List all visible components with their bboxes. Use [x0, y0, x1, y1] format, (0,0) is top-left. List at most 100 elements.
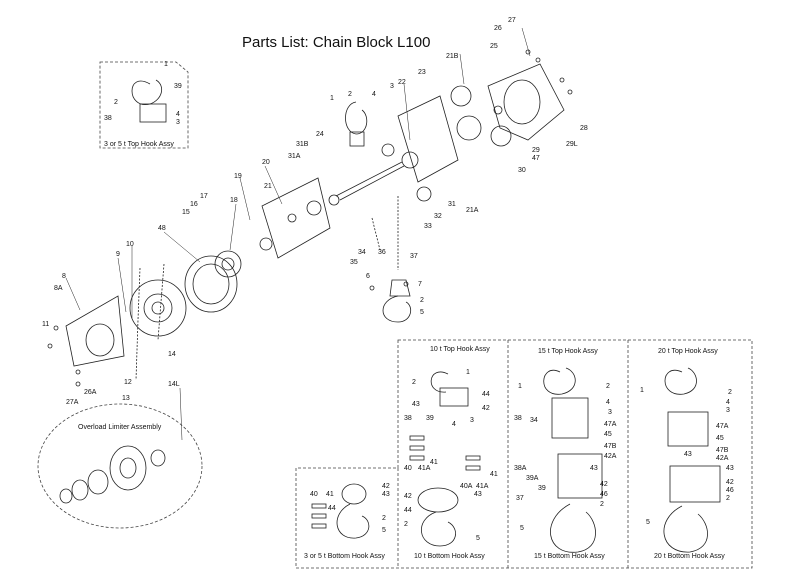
part-label: 27	[508, 17, 516, 24]
part-label: 3	[608, 409, 612, 416]
part-label: 41	[430, 459, 438, 466]
part-label: 10	[126, 241, 134, 248]
part-label: 44	[482, 391, 490, 398]
part-label: 43	[382, 491, 390, 498]
caption-overload-limiter: Overload Limiter Assembly	[78, 424, 162, 431]
part-label: 2	[404, 521, 408, 528]
part-label: 37	[410, 253, 418, 260]
part-label: 5	[476, 535, 480, 542]
part-label: 24	[316, 131, 324, 138]
part-label: 36	[378, 249, 386, 256]
part-label: 5	[520, 525, 524, 532]
part-label: 5	[646, 519, 650, 526]
part-label: 14L	[168, 381, 180, 388]
part-label: 47B	[716, 447, 729, 454]
part-label: 48	[158, 225, 166, 232]
part-label: 2	[726, 495, 730, 502]
part-label: 34	[358, 249, 366, 256]
part-label: 26	[494, 25, 502, 32]
part-label: 2	[600, 501, 604, 508]
part-label: 3	[176, 119, 180, 126]
part-label: 18	[230, 197, 238, 204]
part-label: 38	[514, 415, 522, 422]
part-label: 41A	[418, 465, 431, 472]
part-label: 46	[726, 487, 734, 494]
part-label: 2	[382, 515, 386, 522]
part-label: 3	[390, 83, 394, 90]
part-label: 39	[174, 83, 182, 90]
part-label: 43	[412, 401, 420, 408]
part-label: 44	[404, 507, 412, 514]
part-label: 29L	[566, 141, 578, 148]
part-label: 31	[448, 201, 456, 208]
caption-top-hook-3-5: 3 or 5 t Top Hook Assy	[104, 141, 174, 148]
part-label: 2	[412, 379, 416, 386]
part-label: 38	[404, 415, 412, 422]
part-label: 2	[420, 297, 424, 304]
part-label: 8	[62, 273, 66, 280]
part-label: 42	[482, 405, 490, 412]
part-label: 30	[518, 167, 526, 174]
part-label: 39	[426, 415, 434, 422]
part-label: 14	[168, 351, 176, 358]
part-label: 4	[452, 421, 456, 428]
part-label: 45	[604, 431, 612, 438]
part-label: 40	[310, 491, 318, 498]
part-label: 31B	[296, 141, 309, 148]
part-label: 7	[418, 281, 422, 288]
page-title: Parts List: Chain Block L100	[242, 34, 431, 51]
part-label: 3	[726, 407, 730, 414]
part-label: 2	[606, 383, 610, 390]
part-label: 43	[726, 465, 734, 472]
part-label: 47A	[716, 423, 729, 430]
part-label: 1	[518, 383, 522, 390]
part-label: 19	[234, 173, 242, 180]
part-label: 40A	[460, 483, 473, 490]
frame-overload-limiter	[37, 403, 203, 529]
part-label: 43	[684, 451, 692, 458]
part-label: 42	[382, 483, 390, 490]
part-label: 5	[420, 309, 424, 316]
part-label: 47	[532, 155, 540, 162]
caption-top-20t: 20 t Top Hook Assy	[658, 348, 718, 355]
part-label: 13	[122, 395, 130, 402]
part-label: 16	[190, 201, 198, 208]
part-label: 28	[580, 125, 588, 132]
part-label: 42	[600, 481, 608, 488]
part-label: 21A	[466, 207, 479, 214]
part-label: 21B	[446, 53, 459, 60]
part-label: 1	[330, 95, 334, 102]
part-label: 45	[716, 435, 724, 442]
part-label: 2	[114, 99, 118, 106]
part-label: 35	[350, 259, 358, 266]
part-label: 4	[372, 91, 376, 98]
part-label: 27A	[66, 399, 79, 406]
caption-top-15t: 15 t Top Hook Assy	[538, 348, 598, 355]
caption-top-10t: 10 t Top Hook Assy	[430, 346, 490, 353]
caption-bottom-10t: 10 t Bottom Hook Assy	[414, 553, 485, 560]
part-label: 8A	[54, 285, 63, 292]
part-label: 43	[590, 465, 598, 472]
part-label: 46	[600, 491, 608, 498]
part-label: 42A	[604, 453, 617, 460]
part-label: 12	[124, 379, 132, 386]
part-label: 42	[404, 493, 412, 500]
part-label: 2	[348, 91, 352, 98]
part-label: 6	[366, 273, 370, 280]
part-label: 22	[398, 79, 406, 86]
part-label: 23	[418, 69, 426, 76]
part-label: 21	[264, 183, 272, 190]
part-label: 11	[42, 321, 49, 328]
part-label: 4	[606, 399, 610, 406]
part-label: 43	[474, 491, 482, 498]
part-label: 33	[424, 223, 432, 230]
part-label: 47B	[604, 443, 617, 450]
caption-bottom-3-5: 3 or 5 t Bottom Hook Assy	[304, 553, 385, 560]
part-label: 25	[490, 43, 498, 50]
part-label: 20	[262, 159, 270, 166]
part-label: 39A	[526, 475, 539, 482]
part-label: 41A	[476, 483, 489, 490]
part-label: 44	[328, 505, 336, 512]
